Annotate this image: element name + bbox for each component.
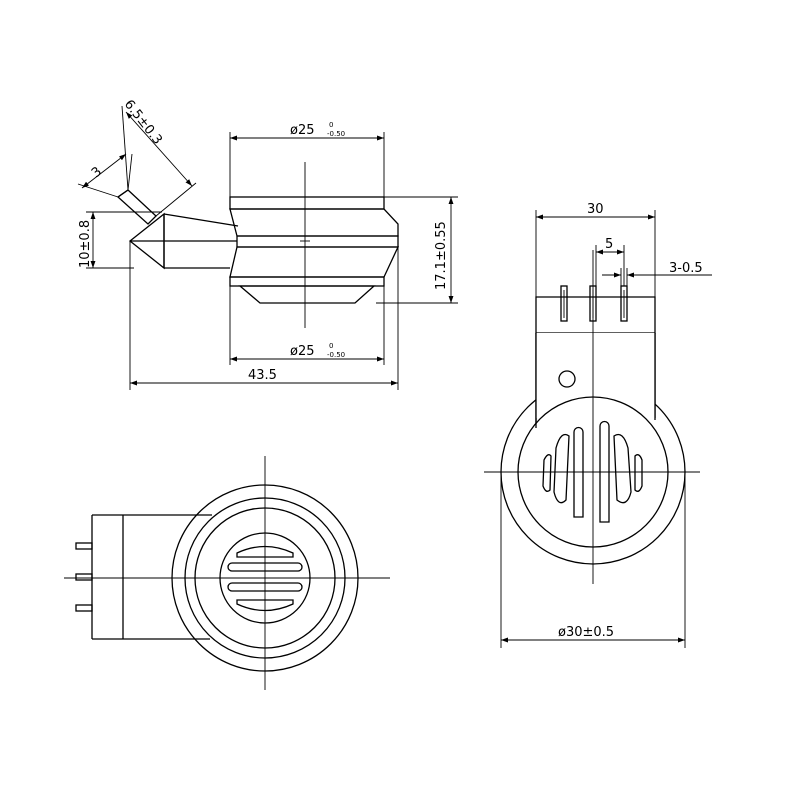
side-view-dimensions: ø25 0 -0.50 ø25 0 -0.50 17.1±0.55 10±0.8… <box>77 97 458 390</box>
height-label: 17.1±0.55 <box>434 221 449 290</box>
side-view <box>116 162 400 328</box>
pin-pitch-label: 5 <box>605 237 613 252</box>
pin-length-label: 6.5±0.3 <box>121 97 165 147</box>
front-view-dimensions: 30 5 3-0.5 ø30±0.5 <box>500 202 712 648</box>
svg-text:-0.50: -0.50 <box>327 130 345 138</box>
diam-bottom-label: ø25 <box>290 344 315 359</box>
svg-text:-0.50: -0.50 <box>327 351 345 359</box>
svg-text:0: 0 <box>329 342 333 350</box>
bottom-view <box>64 456 390 690</box>
svg-text:0: 0 <box>329 121 333 129</box>
pin-thickness-label: 3-0.5 <box>669 261 703 276</box>
diam-top-label: ø25 <box>290 123 315 138</box>
front-view <box>484 250 700 584</box>
pin-offset-label: 10±0.8 <box>78 220 93 268</box>
total-length-label: 43.5 <box>248 368 277 383</box>
body-diameter-label: ø30±0.5 <box>558 625 614 640</box>
bracket-width-label: 30 <box>587 202 604 217</box>
